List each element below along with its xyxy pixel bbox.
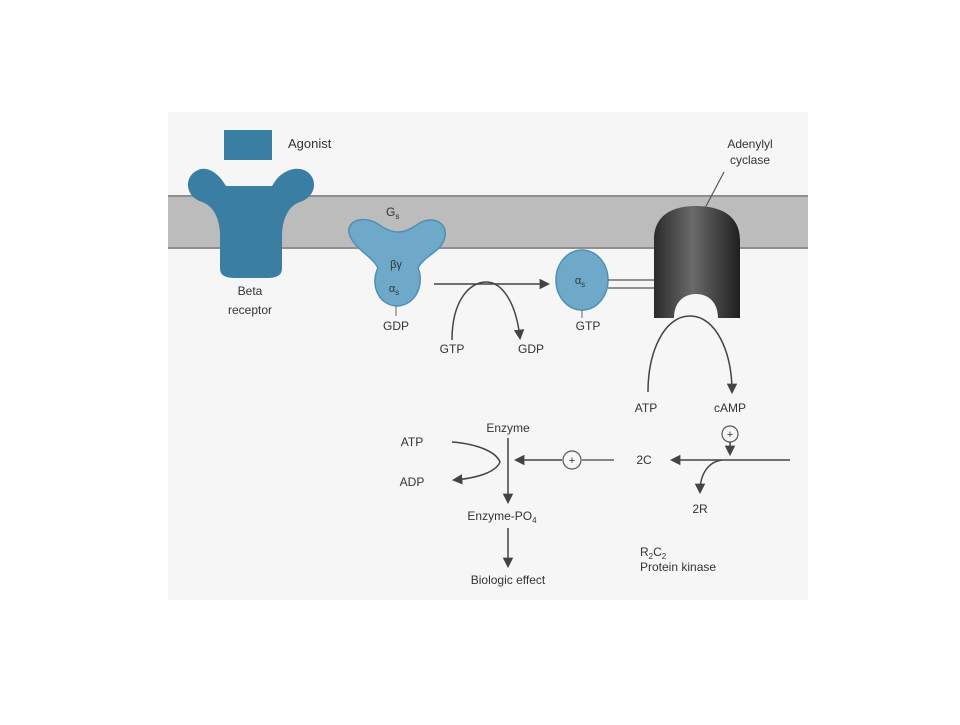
atp-to-camp-arrow (647, 315, 738, 395)
beta-gamma-label: βγ (390, 259, 402, 271)
gdp-bound-label: GDP (383, 319, 409, 333)
regulatory-2r-label: 2R (692, 502, 708, 516)
enzyme-label: Enzyme (486, 421, 530, 435)
adp-label: ADP (400, 475, 425, 489)
gs-label: Gs (386, 205, 399, 221)
gtp-bound-label: GTP (576, 319, 601, 333)
gtp-in-label: GTP (440, 342, 465, 356)
agonist-label: Agonist (288, 136, 332, 151)
g-protein-trimer-shape (348, 218, 447, 307)
catalytic-2c-label: 2C (636, 453, 652, 467)
gtp-gdp-exchange-arrow (451, 281, 525, 341)
gdp-out-label: GDP (518, 342, 544, 356)
enzyme-po4-label: Enzyme-PO4 (467, 509, 537, 525)
agonist-shape (224, 130, 272, 160)
beta-receptor-label-line1: Beta (238, 284, 263, 298)
alpha-s-free-label: αs (575, 275, 585, 289)
kinase-plus-sign: + (569, 455, 575, 467)
alpha-s-bound-label: αs (389, 283, 399, 297)
camp-label: cAMP (714, 401, 746, 415)
figure-panel (168, 112, 808, 600)
cyclase-pointer-line (703, 171, 725, 211)
biologic-effect-label: Biologic effect (471, 573, 546, 587)
regulatory-subunit-arrow (694, 459, 723, 495)
adenylyl-cyclase-label-line2: cyclase (730, 153, 770, 167)
camp-plus-sign: + (727, 429, 733, 441)
adenylyl-cyclase-shape (654, 206, 740, 318)
atp-cyclase-label: ATP (635, 401, 657, 415)
kinase-plus-circle (562, 450, 582, 470)
atp-to-adp-arrow (451, 441, 501, 485)
protein-kinase-label: Protein kinase (640, 560, 716, 574)
atp-enzyme-label: ATP (401, 435, 423, 449)
adenylyl-cyclase-label-line1: Adenylyl (727, 137, 772, 151)
beta-receptor-shape (187, 168, 315, 278)
r2c2-label: R2C2 (640, 545, 667, 561)
beta-receptor-label-line2: receptor (228, 303, 272, 317)
